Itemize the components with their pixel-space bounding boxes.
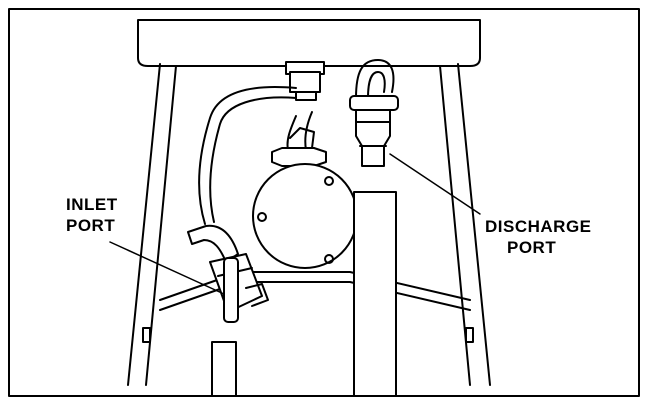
discharge-port-label: DISCHARGE PORT (485, 216, 592, 258)
mounting-bracket (159, 271, 471, 301)
discharge-collar (349, 95, 399, 111)
top-fitting-neck (295, 91, 317, 101)
pump-top-fitting (271, 147, 327, 167)
right-pipe-column (353, 191, 397, 397)
discharge-label-line2: PORT (507, 238, 557, 257)
housing-left-wall-outer (127, 63, 161, 386)
inlet-port-label: INLET PORT (66, 194, 118, 236)
mounting-bracket-lower (159, 281, 471, 311)
left-pipe (211, 341, 237, 397)
inlet-label-line1: INLET (66, 195, 118, 214)
inlet-valve-handle (223, 257, 239, 323)
left-bolt (142, 327, 151, 343)
inlet-valve-flange (245, 283, 269, 307)
discharge-leader-line (389, 153, 481, 215)
housing-right-wall-outer (457, 63, 491, 386)
discharge-body (355, 109, 391, 167)
supply-hose (198, 86, 297, 225)
top-fitting-nut (289, 71, 321, 93)
pump-body (252, 163, 358, 269)
outer-frame (8, 8, 640, 397)
pump-bolt-1 (324, 176, 334, 186)
supply-hose-inner (209, 96, 297, 223)
housing-top-cap (137, 19, 481, 67)
discharge-elbow (355, 59, 395, 99)
discharge-label-line1: DISCHARGE (485, 217, 592, 236)
inlet-label-line2: PORT (66, 216, 116, 235)
inlet-leader-line (109, 241, 225, 295)
pump-bolt-2 (257, 212, 267, 222)
pump-bolt-3 (324, 254, 334, 264)
right-bolt (465, 327, 474, 343)
pump-feed-hose-2 (304, 111, 313, 151)
pump-top-fitting-detail (289, 127, 315, 149)
discharge-elbow-inner (367, 71, 386, 99)
